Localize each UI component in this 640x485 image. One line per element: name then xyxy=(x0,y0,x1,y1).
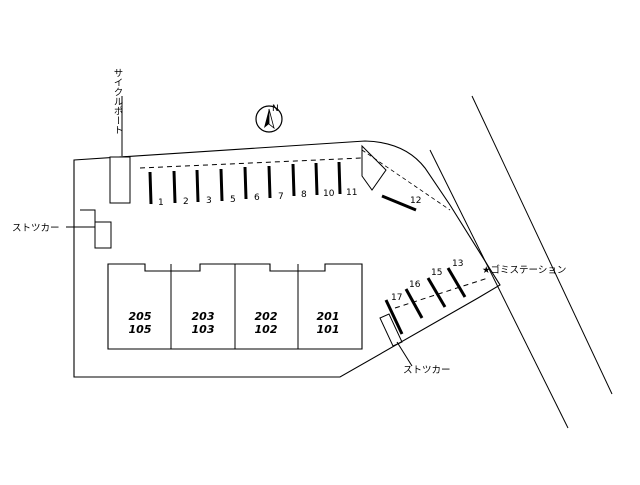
unit-upper: 203 xyxy=(192,310,215,323)
lot-boundary xyxy=(73,140,501,378)
stocker-left: ストツカー xyxy=(12,209,112,249)
unit-lower: 101 xyxy=(317,323,340,336)
space-6: 6 xyxy=(254,193,260,203)
parking-stall xyxy=(337,161,342,195)
road-edge-outer xyxy=(471,95,613,395)
corner-island xyxy=(361,144,387,191)
parking-stall xyxy=(219,168,224,202)
unit-upper: 205 xyxy=(129,310,152,323)
parking-stall xyxy=(384,299,404,335)
garbage-station-label: ★ゴミステーション xyxy=(482,264,566,276)
stocker-bottom: ストツカー xyxy=(379,313,451,376)
parking-stall xyxy=(243,166,248,200)
space-17: 17 xyxy=(391,293,402,303)
space-11: 11 xyxy=(346,188,357,198)
space-7: 7 xyxy=(278,192,284,202)
unit-lower: 103 xyxy=(192,323,215,336)
stocker-left-box xyxy=(80,209,112,249)
parking-stall xyxy=(172,170,177,204)
space-1: 1 xyxy=(158,198,164,208)
cycle-port-label: サイクルポート xyxy=(112,68,124,135)
compass-circle xyxy=(255,105,283,133)
parking-line-top xyxy=(139,157,363,169)
north-label: N xyxy=(272,104,279,114)
parking-stall xyxy=(446,267,467,298)
parking-stall xyxy=(404,288,424,319)
parking-stall xyxy=(195,169,200,203)
unit-upper: 202 xyxy=(255,310,278,323)
stocker-left-label: ストツカー xyxy=(12,223,60,234)
parking-stall xyxy=(267,165,272,199)
space-8: 8 xyxy=(301,190,307,200)
unit-upper: 201 xyxy=(317,310,340,323)
space-13: 13 xyxy=(452,259,463,269)
space-2: 2 xyxy=(183,197,189,207)
road-edge-inner xyxy=(429,149,569,429)
north-arrow-icon xyxy=(264,109,269,128)
parking-stall xyxy=(314,162,319,196)
unit-lower: 105 xyxy=(129,323,152,336)
space-10: 10 xyxy=(323,189,335,199)
parking-stall xyxy=(426,277,447,308)
parking-stall xyxy=(148,171,153,205)
space-3: 3 xyxy=(206,196,212,206)
north-arrow: N xyxy=(255,104,283,133)
parking-stall xyxy=(291,163,296,197)
cycle-port: サイクルポート xyxy=(109,68,131,204)
stocker-bottom-box xyxy=(379,313,403,347)
unit-lower: 102 xyxy=(255,323,278,336)
parking-row-top: 1 2 3 5 6 7 8 10 11 xyxy=(148,161,357,208)
stocker-bottom-label: ストツカー xyxy=(403,365,451,376)
cycle-port-shed xyxy=(109,156,131,204)
space-5: 5 xyxy=(230,195,236,205)
space-16: 16 xyxy=(409,280,421,290)
space-12: 12 xyxy=(410,196,421,206)
apartment-building: 205 105 203 103 202 102 201 101 xyxy=(107,263,363,350)
parking-row-right: 13 15 16 17 xyxy=(384,259,489,335)
parking-stall xyxy=(381,194,417,212)
space-15: 15 xyxy=(431,268,442,278)
stocker-bottom-leader xyxy=(396,341,413,367)
